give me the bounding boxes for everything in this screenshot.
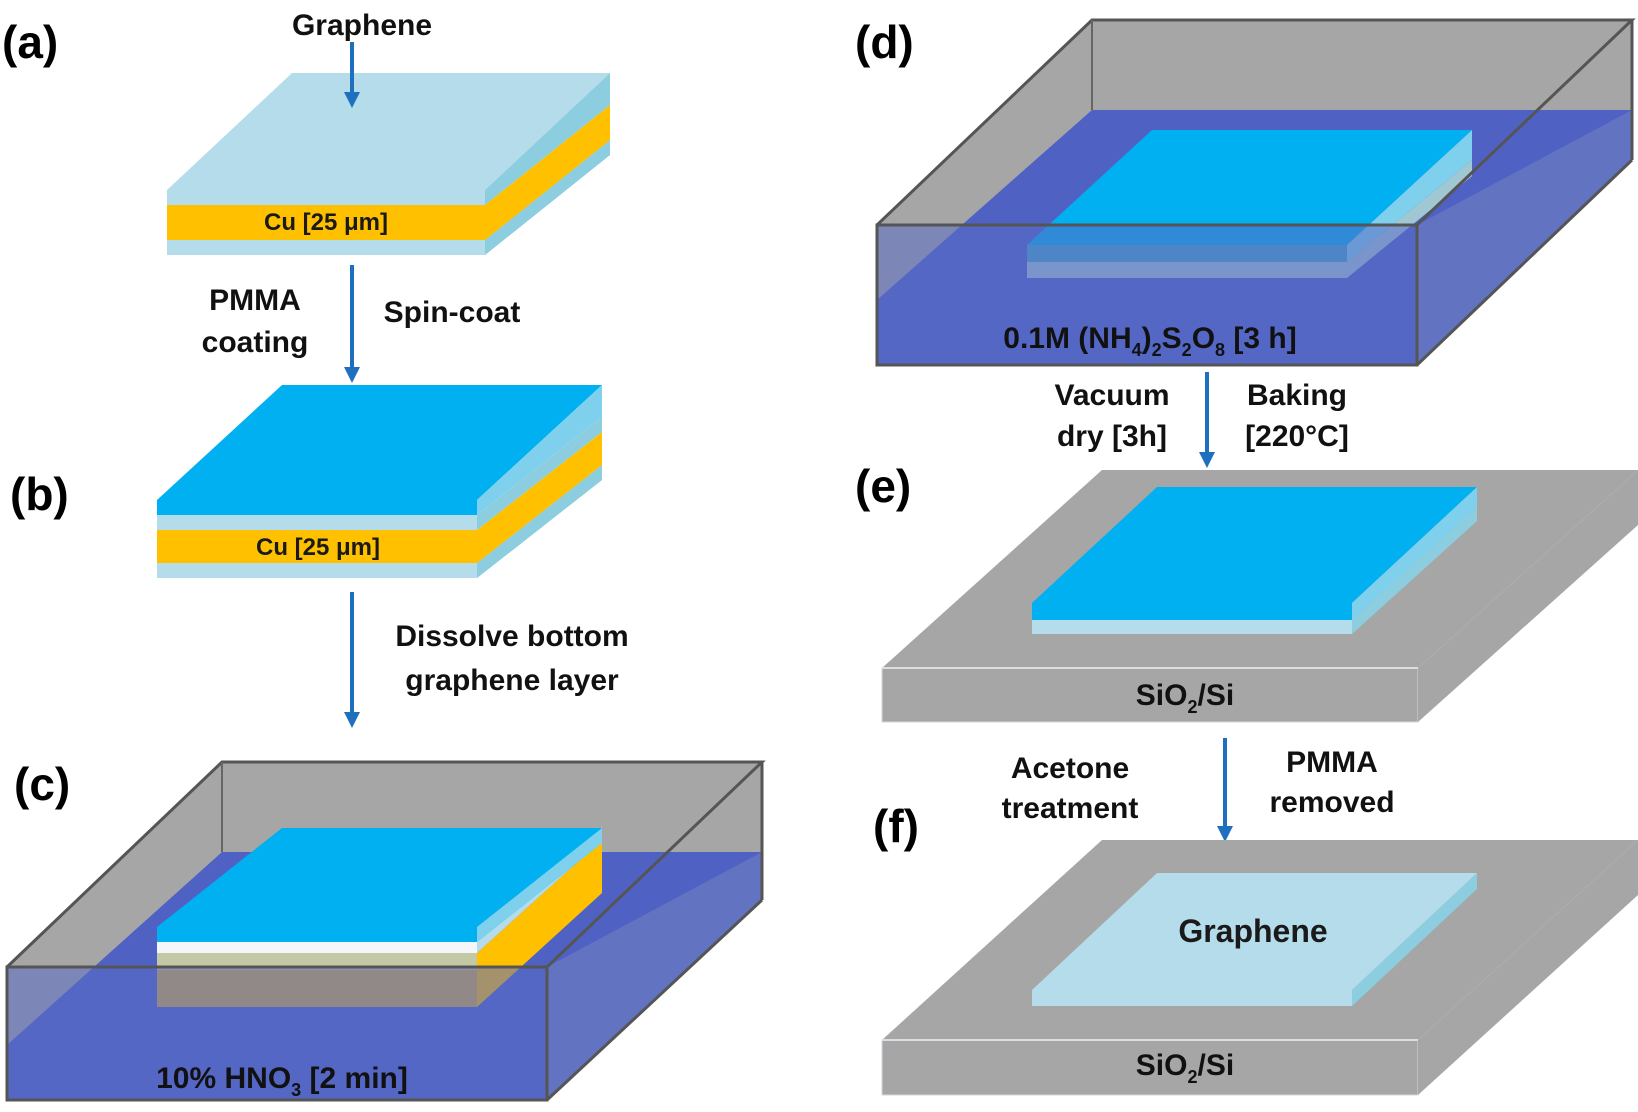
cu-label-a: Cu [25 μm] <box>264 209 388 236</box>
e-pmma-side <box>1352 487 1477 620</box>
c-bath-label: 10% HNO3 [2 min] <box>156 1062 408 1100</box>
step-ab-left-2: coating <box>202 326 309 359</box>
panel-b: (b) Cu [25 μm] <box>10 385 602 578</box>
b-pmma-face <box>157 385 602 500</box>
d-label-sub-4: 8 <box>1215 340 1225 360</box>
d-bath-edge-2 <box>1415 158 1634 367</box>
step-de-right-1: Baking <box>1247 379 1347 412</box>
d-label-part-b: ) <box>1142 322 1152 355</box>
d-label-sub-3: 2 <box>1182 340 1192 360</box>
c-pmma-block <box>157 828 602 942</box>
c-bath-label-suffix: [2 min] <box>301 1062 408 1095</box>
b-pmma-side <box>477 385 602 515</box>
f-substrate-side <box>1418 840 1638 1095</box>
panel-d: (d) 0.1M (NH4)2S2O8 [3 h] <box>855 16 1636 367</box>
f-sub-label-sub: 2 <box>1187 1067 1197 1087</box>
copper-foil-side <box>485 105 610 240</box>
f-graphene-side <box>1352 873 1477 1006</box>
c-bath-label-sub: 3 <box>291 1080 301 1100</box>
graphene-top-label: Graphene <box>292 9 432 42</box>
top-graphene-face <box>167 73 610 190</box>
e-graphene-side <box>1352 507 1477 634</box>
e-pmma-front <box>1032 603 1352 620</box>
d-label-sub-2: 2 <box>1152 340 1162 360</box>
step-de-right-2: [220°C] <box>1245 420 1349 453</box>
b-top-graphene-side <box>477 417 602 530</box>
c-bath-label-main: 10% HNO <box>156 1062 291 1095</box>
e-sub-label-a: SiO <box>1136 679 1188 712</box>
panel-c: (c) 10% HNO3 [2 min] <box>5 758 766 1102</box>
b-top-graphene-front <box>157 515 477 530</box>
step-ef: Acetone treatment PMMA removed <box>1002 738 1395 842</box>
e-sub-label-b: /Si <box>1198 679 1235 712</box>
step-de: Vacuum dry [3h] Baking [220°C] <box>1054 372 1349 468</box>
step-de-left-1: Vacuum <box>1054 379 1169 412</box>
panel-f: (f) Graphene SiO2/Si <box>873 800 1638 1096</box>
c-bath-edge-2 <box>545 898 764 1102</box>
e-pmma-face <box>1032 487 1477 603</box>
c-water-right <box>547 852 762 1100</box>
step-bc-right-1: Dissolve bottom <box>395 620 628 653</box>
panel-a-label: (a) <box>2 16 58 68</box>
step-ef-right-1: PMMA <box>1286 746 1378 779</box>
d-label-part-e: [3 h] <box>1225 322 1297 355</box>
b-copper-side <box>477 432 602 563</box>
f-substrate-label: SiO2/Si <box>1136 1049 1234 1087</box>
panel-e: (e) SiO2/Si <box>855 460 1638 723</box>
e-substrate-side <box>1418 470 1638 722</box>
panel-d-label: (d) <box>855 16 914 68</box>
b-copper-front <box>157 530 477 563</box>
d-bath-label: 0.1M (NH4)2S2O8 [3 h] <box>1003 322 1296 360</box>
d-label-part-a: 0.1M (NH <box>1003 322 1131 355</box>
b-bottom-graphene-side <box>477 465 602 578</box>
c-water-front <box>7 967 547 1100</box>
d-label-sub-1: 4 <box>1132 340 1142 360</box>
c-bath-outline <box>5 760 766 1102</box>
step-bc: Dissolve bottom graphene layer <box>344 592 629 728</box>
c-graphene-front <box>157 942 477 953</box>
b-bottom-graphene <box>157 465 602 578</box>
panel-b-label: (b) <box>10 468 69 520</box>
c-pmma-side <box>477 828 602 942</box>
panel-f-label: (f) <box>873 800 919 852</box>
d-water-right <box>1417 110 1632 365</box>
b-pmma-front <box>157 500 477 515</box>
bottom-graphene-layer <box>167 140 610 255</box>
step-ef-left-2: treatment <box>1002 792 1139 825</box>
d-bath-outline <box>875 18 1636 367</box>
top-graphene-front <box>167 190 485 205</box>
d-pmma-face <box>1027 130 1472 245</box>
f-sub-label-b: /Si <box>1198 1049 1235 1082</box>
cu-label-b: Cu [25 μm] <box>256 534 380 561</box>
step-ef-right-2: removed <box>1269 786 1394 819</box>
d-label-part-d: O <box>1192 322 1215 355</box>
panel-e-label: (e) <box>855 460 911 512</box>
step-ab: PMMA coating Spin-coat <box>202 265 521 383</box>
step-ab-left-1: PMMA <box>209 284 301 317</box>
top-graphene-side <box>485 73 610 205</box>
d-water-front <box>877 225 1417 365</box>
f-graphene-front <box>1032 990 1352 1006</box>
c-copper-side <box>477 840 602 1007</box>
panel-a: (a) Cu [25 μm] Graphene <box>2 9 610 255</box>
e-sub-label-sub: 2 <box>1187 697 1197 717</box>
f-graphene-face <box>1032 873 1477 990</box>
bottom-graphene-side <box>485 140 610 255</box>
f-sub-label-a: SiO <box>1136 1049 1188 1082</box>
d-label-part-c: S <box>1162 322 1182 355</box>
e-substrate-label: SiO2/Si <box>1136 679 1234 717</box>
step-ab-right-1: Spin-coat <box>384 296 521 329</box>
step-bc-right-2: graphene layer <box>405 664 619 697</box>
copper-foil-front <box>167 205 485 240</box>
step-ef-left-1: Acetone <box>1011 752 1129 785</box>
e-graphene-front <box>1032 620 1352 634</box>
step-de-left-2: dry [3h] <box>1057 420 1167 453</box>
f-graphene-label: Graphene <box>1178 913 1327 949</box>
panel-c-label: (c) <box>14 758 70 810</box>
